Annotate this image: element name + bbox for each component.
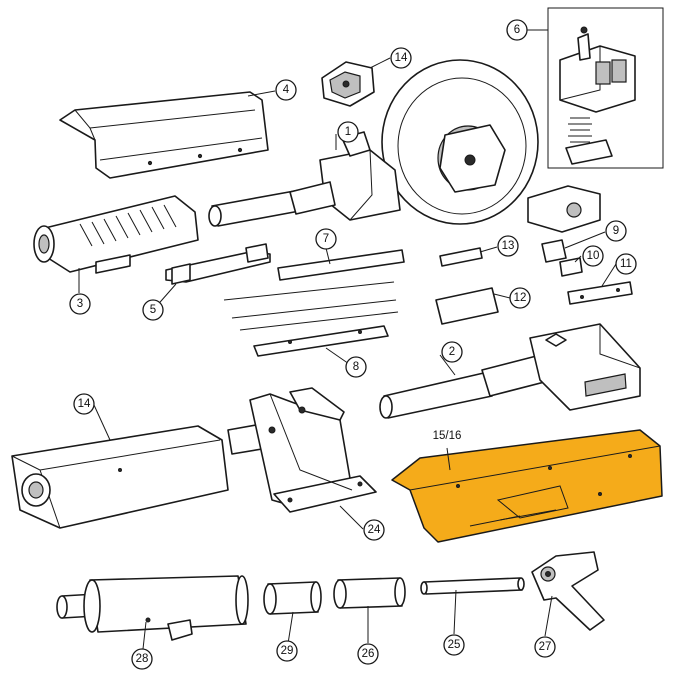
part-24-bracket xyxy=(227,387,377,513)
svg-text:7: 7 xyxy=(323,233,329,245)
part-3-roller xyxy=(33,195,199,274)
part-29-bushing xyxy=(263,581,322,615)
svg-text:28: 28 xyxy=(136,653,149,665)
callout-14-lower: 14 xyxy=(73,393,95,415)
part-11-plate xyxy=(567,281,633,305)
svg-text:13: 13 xyxy=(502,240,515,252)
svg-text:25: 25 xyxy=(448,639,461,651)
callout-24: 24 xyxy=(363,519,385,541)
svg-text:6: 6 xyxy=(514,24,520,36)
part-1-idler-assembly xyxy=(208,59,539,227)
callout-2: 2 xyxy=(441,341,463,363)
svg-text:24: 24 xyxy=(368,524,381,536)
callout-25: 25 xyxy=(443,634,465,656)
part-25-rod xyxy=(420,577,525,595)
svg-text:15/16: 15/16 xyxy=(433,430,462,442)
part-26-pin xyxy=(333,577,406,609)
part-12-plate xyxy=(435,287,499,325)
part-13-block xyxy=(439,247,483,267)
part-8-shims xyxy=(223,281,399,357)
svg-text:26: 26 xyxy=(362,648,375,660)
svg-text:10: 10 xyxy=(587,250,600,262)
part-14-large-guard xyxy=(11,425,229,529)
callout-14-top: 14 xyxy=(390,47,412,69)
leader-lines xyxy=(78,29,617,659)
callout-29: 29 xyxy=(276,640,298,662)
part-14-top-bracket xyxy=(321,61,375,107)
svg-text:11: 11 xyxy=(620,258,632,270)
part-15-16-guard-highlighted xyxy=(391,429,663,543)
callout-4: 4 xyxy=(275,79,297,101)
bracket-upper-right xyxy=(527,185,601,233)
svg-text:8: 8 xyxy=(353,361,359,373)
svg-text:14: 14 xyxy=(78,398,91,410)
part-5-strap xyxy=(165,243,271,285)
svg-text:5: 5 xyxy=(150,304,156,316)
callout-7: 7 xyxy=(315,228,337,250)
callout-10: 10 xyxy=(582,245,604,267)
callout-28: 28 xyxy=(131,648,153,670)
callout-12: 12 xyxy=(509,287,531,309)
svg-text:12: 12 xyxy=(514,292,527,304)
svg-text:27: 27 xyxy=(539,641,552,653)
svg-text:2: 2 xyxy=(449,346,455,358)
callout-13: 13 xyxy=(497,235,519,257)
svg-text:9: 9 xyxy=(613,225,619,237)
svg-text:3: 3 xyxy=(77,298,83,310)
callout-9: 9 xyxy=(605,220,627,242)
part-27-lever xyxy=(531,551,605,631)
part-6-spring-assembly xyxy=(547,7,664,169)
part-4-guard-plate xyxy=(59,91,269,179)
callout-11: 11 xyxy=(615,253,637,275)
callout-6: 6 xyxy=(506,19,528,41)
callout-26: 26 xyxy=(357,643,379,665)
svg-text:29: 29 xyxy=(281,645,294,657)
callout-27: 27 xyxy=(534,636,556,658)
callout-3: 3 xyxy=(69,293,91,315)
part-9-block xyxy=(541,239,567,263)
callout-1: 1 xyxy=(337,121,359,143)
part-7-bar xyxy=(277,249,405,281)
svg-text:1: 1 xyxy=(345,126,351,138)
callout-15-16: 15/16 xyxy=(433,430,462,442)
callout-8: 8 xyxy=(345,356,367,378)
svg-text:14: 14 xyxy=(395,52,408,64)
part-28-cylinder xyxy=(56,575,249,641)
part-10-block xyxy=(559,257,583,277)
svg-text:4: 4 xyxy=(283,84,290,96)
part-2-shaft-yoke xyxy=(379,323,641,419)
callout-5: 5 xyxy=(142,299,164,321)
